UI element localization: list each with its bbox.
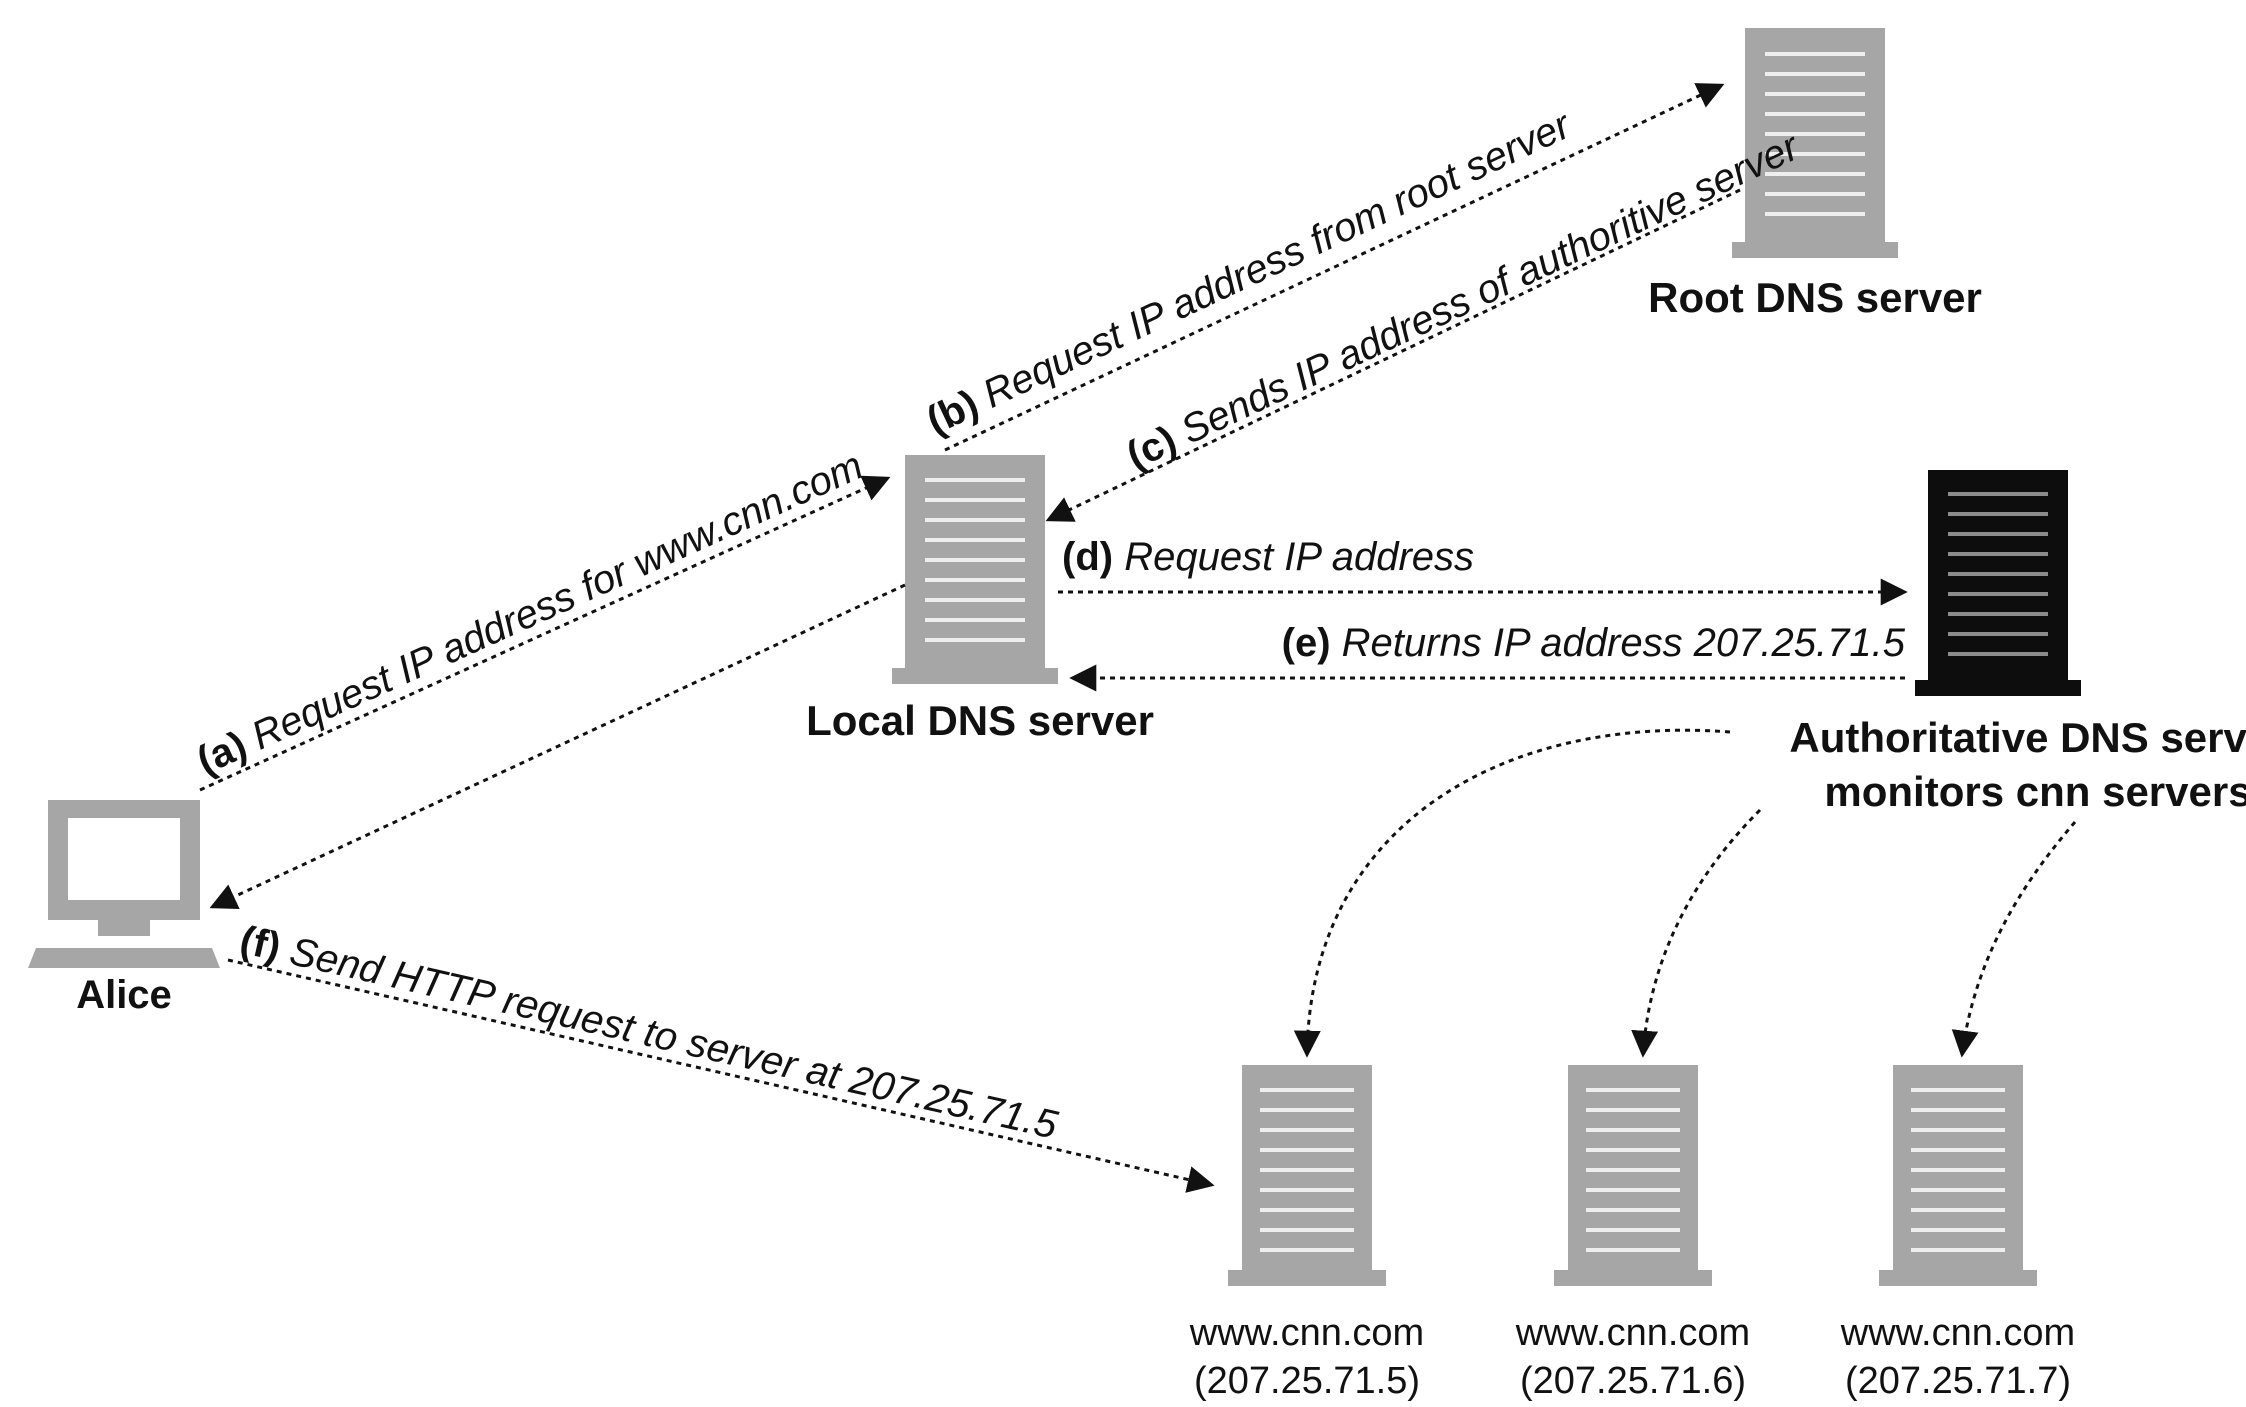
alice-computer-icon — [28, 800, 220, 968]
server-stripe — [1260, 1208, 1354, 1212]
web-server-2-host: www.cnn.com — [1515, 1312, 1750, 1354]
web-server-3-host: www.cnn.com — [1840, 1312, 2075, 1354]
server-stripe — [925, 498, 1025, 502]
server-stripe — [1586, 1228, 1680, 1232]
server-stripe — [925, 478, 1025, 482]
web-server-1-icon — [1228, 1065, 1386, 1286]
arrow-monitor-server-2 — [1631, 808, 1762, 1058]
web-server-3-icon — [1879, 1065, 2037, 1286]
server-stripe — [1765, 112, 1865, 116]
server-stripe — [1911, 1228, 2005, 1232]
server-stripe — [1948, 572, 2048, 576]
server-stripe — [1911, 1128, 2005, 1132]
root-dns-server-icon — [1732, 28, 1898, 258]
authoritative-dns-label-line2: monitors cnn servers — [1824, 768, 2246, 815]
server-stripe — [1260, 1168, 1354, 1172]
server-stripe — [925, 558, 1025, 562]
server-stripe — [925, 538, 1025, 542]
step-d-label: (d) Request IP address — [1062, 535, 1474, 579]
step-e-label: (e) Returns IP address 207.25.71.5 — [1282, 621, 1906, 665]
arrow-b — [944, 83, 1725, 452]
arrow-monitor-server-1 — [1293, 728, 1731, 1058]
arrow-monitor-server-3 — [1951, 821, 2077, 1058]
server-stripe — [1948, 492, 2048, 496]
authoritative-dns-server-icon — [1915, 470, 2081, 696]
web-server-1-ip: (207.25.71.5) — [1194, 1360, 1420, 1402]
arrow-a — [199, 475, 891, 792]
server-stripe — [1586, 1088, 1680, 1092]
server-stripe — [1948, 612, 2048, 616]
server-stripe — [1765, 172, 1865, 176]
local-dns-label: Local DNS server — [806, 697, 1154, 744]
server-stripe — [1765, 132, 1865, 136]
server-stripe — [1586, 1108, 1680, 1112]
server-stripe — [925, 638, 1025, 642]
server-stripe — [1765, 72, 1865, 76]
local-dns-server-icon — [892, 455, 1058, 684]
server-stripe — [925, 598, 1025, 602]
server-stripe — [1948, 512, 2048, 516]
alice-label: Alice — [76, 973, 172, 1017]
web-server-1-host: www.cnn.com — [1189, 1312, 1424, 1354]
step-f-label: (f) Send HTTP request to server at 207.2… — [236, 918, 1062, 1148]
server-stripe — [1260, 1228, 1354, 1232]
arrow-to-alice — [209, 583, 906, 910]
server-stripe — [1260, 1248, 1354, 1252]
arrow-f — [227, 958, 1215, 1193]
web-server-2-ip: (207.25.71.6) — [1520, 1360, 1746, 1402]
server-stripe — [1586, 1128, 1680, 1132]
server-stripe — [1765, 212, 1865, 216]
arrow-c — [1045, 188, 1741, 522]
server-stripe — [1260, 1088, 1354, 1092]
server-stripe — [1765, 52, 1865, 56]
server-stripe — [1948, 632, 2048, 636]
server-stripe — [1260, 1188, 1354, 1192]
server-stripe — [1586, 1148, 1680, 1152]
server-stripe — [925, 618, 1025, 622]
server-stripe — [1911, 1208, 2005, 1212]
server-stripe — [925, 578, 1025, 582]
server-stripe — [925, 518, 1025, 522]
server-stripe — [1911, 1108, 2005, 1112]
server-stripe — [1765, 92, 1865, 96]
server-stripe — [1948, 652, 2048, 656]
authoritative-dns-label-line1: Authoritative DNS server — [1789, 714, 2246, 761]
server-stripe — [1948, 592, 2048, 596]
server-stripe — [1260, 1128, 1354, 1132]
server-stripe — [1260, 1148, 1354, 1152]
server-stripe — [1586, 1188, 1680, 1192]
root-dns-label: Root DNS server — [1648, 274, 1982, 321]
server-stripe — [1911, 1168, 2005, 1172]
server-stripe — [1586, 1208, 1680, 1212]
server-stripe — [1260, 1108, 1354, 1112]
step-a-label: (a) Request IP address for www.cnn.com — [191, 443, 870, 783]
server-stripe — [1765, 192, 1865, 196]
server-stripe — [1948, 532, 2048, 536]
server-stripe — [1948, 552, 2048, 556]
server-stripe — [1586, 1168, 1680, 1172]
server-stripe — [1911, 1148, 2005, 1152]
web-server-3-ip: (207.25.71.7) — [1845, 1360, 2071, 1402]
web-server-2-icon — [1554, 1065, 1712, 1286]
server-stripe — [1765, 152, 1865, 156]
server-stripe — [1911, 1088, 2005, 1092]
server-stripe — [1586, 1248, 1680, 1252]
server-stripe — [1911, 1248, 2005, 1252]
server-stripe — [1911, 1188, 2005, 1192]
